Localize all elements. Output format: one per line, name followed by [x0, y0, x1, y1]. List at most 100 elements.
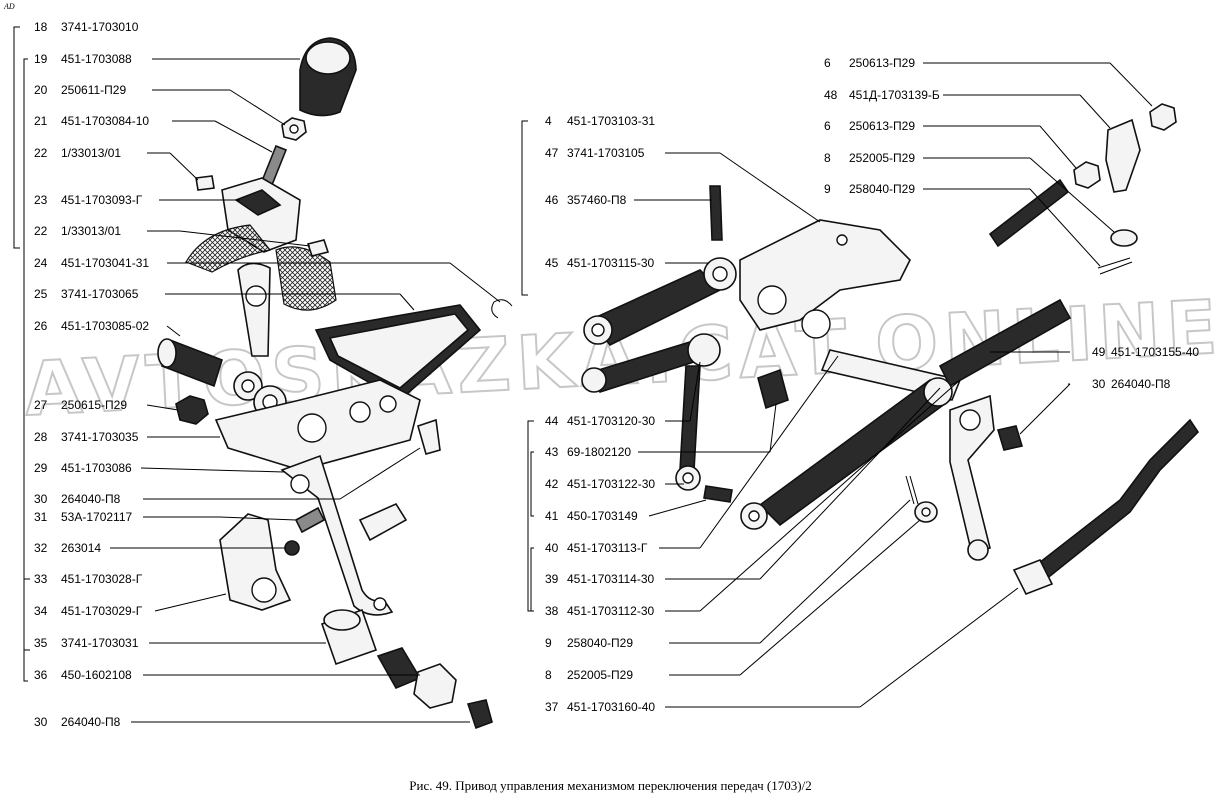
callout-part-code: 3741-1703031	[61, 636, 139, 650]
callout-part-code: 69-1802120	[567, 445, 631, 459]
callout-number: 38	[545, 604, 559, 618]
callout-part-code: 3741-1703035	[61, 430, 139, 444]
callout-number: 26	[34, 319, 48, 333]
callout-number: 19	[34, 52, 48, 66]
callout-number: 44	[545, 414, 559, 428]
plug-nut	[413, 663, 457, 709]
callout-part-code: 451-1703122-30	[567, 477, 655, 491]
callout-part-code: 451-1703155-40	[1111, 345, 1199, 359]
callout-part-code: 357460-П8	[567, 193, 627, 207]
callout-part-code: 250615-П29	[61, 398, 127, 412]
callout-number: 46	[545, 193, 559, 207]
callout-number: 6	[824, 119, 831, 133]
main-shift-rod-eye-hole	[748, 510, 760, 522]
tie-rod-end	[1012, 558, 1054, 596]
callout-number: 30	[34, 715, 48, 729]
callout-number: 48	[824, 88, 838, 102]
lever-housing-top	[234, 189, 282, 216]
bracket-43	[530, 451, 534, 517]
washer-8	[1110, 229, 1138, 247]
callout-part-code: 1/33013/01	[61, 224, 121, 238]
bracket-40	[530, 547, 534, 612]
cotter-pin	[905, 475, 919, 505]
callout-number: 24	[34, 256, 48, 270]
callout-number: 45	[545, 256, 559, 270]
callout-number: 29	[34, 461, 48, 475]
callout-part-code: 451-1703093-Г	[61, 193, 143, 207]
bracket-bore-a	[757, 285, 787, 315]
locking-pin	[709, 185, 723, 241]
callout-part-code: 250611-П29	[61, 83, 126, 97]
callout-part-code: 258040-П29	[849, 182, 915, 196]
callout-number: 43	[545, 445, 559, 459]
cotter-pin-9	[1097, 257, 1133, 275]
callout-part-code: 451-1703029-Г	[61, 604, 143, 618]
lever-boot-cover	[275, 246, 337, 311]
top-nut-6	[1149, 103, 1177, 131]
callout-number: 30	[1092, 377, 1106, 391]
callout-part-code: 450-1703149	[567, 509, 638, 523]
callout-number: 6	[824, 56, 831, 70]
callout-number: 22	[34, 146, 48, 160]
callout-number: 35	[34, 636, 48, 650]
callout-number: 41	[545, 509, 559, 523]
callout-number: 47	[545, 146, 559, 160]
shift-lever-end-hole	[373, 597, 387, 611]
shift-linkage-assembly	[581, 103, 1200, 596]
selector-link	[358, 502, 408, 542]
callout-part-code: 451-1703086	[61, 461, 132, 475]
washer-a-hole	[241, 379, 255, 393]
gear-knob-top	[305, 41, 351, 75]
callout-part-code: 252005-П29	[849, 151, 915, 165]
right-lever	[949, 394, 995, 556]
selector-fork-hole	[251, 577, 277, 603]
spring	[294, 506, 326, 534]
callout-number: 42	[545, 477, 559, 491]
right-lever-end	[967, 539, 989, 561]
grease-fitting	[417, 418, 441, 455]
callout-number: 21	[34, 114, 48, 128]
callout-number: 8	[824, 151, 831, 165]
callout-number: 8	[545, 668, 552, 682]
small-screw	[195, 175, 215, 191]
housing-screw	[306, 239, 330, 257]
lever-bushing-end	[157, 338, 177, 368]
right-grease-fitting	[996, 425, 1024, 451]
bracket-hole-c	[379, 395, 397, 413]
middle-lever-hub	[687, 333, 721, 367]
callout-part-code: 250613-П29	[849, 119, 915, 133]
callout-part-code: 451Д-1703139-Б	[849, 88, 940, 102]
callout-part-code: 3741-1703105	[567, 146, 645, 160]
callout-number: 9	[824, 182, 831, 196]
bracket-18	[13, 26, 20, 249]
upper-lever-end-hole	[591, 323, 605, 337]
callout-part-code: 3741-1703065	[61, 287, 139, 301]
callout-number: 30	[34, 492, 48, 506]
bracket-hole-a	[297, 413, 327, 443]
callout-part-code: 451-1703160-40	[567, 700, 655, 714]
callout-part-code: 3741-1703010	[61, 20, 139, 34]
callout-part-code: 53А-1702117	[61, 510, 133, 524]
lever-rod	[237, 262, 271, 357]
callout-number: 23	[34, 193, 48, 207]
callout-number: 20	[34, 83, 48, 97]
callout-number: 32	[34, 541, 48, 555]
rod-coupling	[923, 377, 953, 407]
link-pin	[703, 485, 733, 503]
callout-number: 9	[545, 636, 552, 650]
callout-number: 37	[545, 700, 559, 714]
mounting-plate-face	[328, 313, 470, 389]
middle-lever-end	[581, 367, 607, 393]
cross-shaft-threaded	[938, 298, 1072, 388]
callout-part-code: 252005-П29	[567, 668, 633, 682]
leader-lines	[110, 58, 1153, 723]
callout-part-code: 264040-П8	[1111, 377, 1171, 391]
callout-number: 36	[34, 668, 48, 682]
threaded-rod	[988, 178, 1070, 248]
corner-mark: AD	[4, 2, 15, 11]
callout-part-code: 451-1703028-Г	[61, 572, 143, 586]
callout-number: 34	[34, 604, 48, 618]
